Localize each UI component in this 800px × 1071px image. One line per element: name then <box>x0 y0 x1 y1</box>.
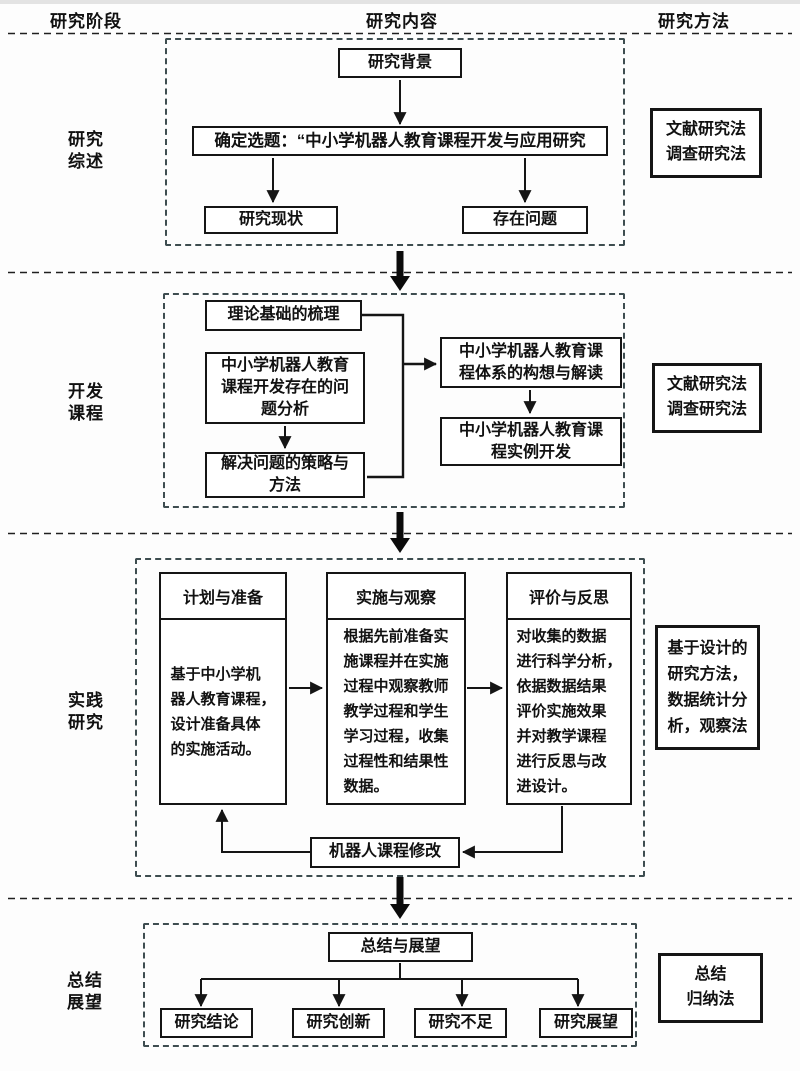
column-plan-prepare: 计划与准备 基于中小学机 器人教育课程， 设计准备具体 的实施活动。 <box>159 572 287 805</box>
stage-arrow-2 <box>390 512 410 553</box>
stage-label-review: 研究 综述 <box>68 130 104 172</box>
section-summary-container <box>143 923 637 1047</box>
box-summary-outlook: 总结与展望 <box>328 932 473 962</box>
column-header-method: 研究方法 <box>658 12 730 31</box>
line-theory-strategy-junction <box>360 313 405 479</box>
method-box-review: 文献研究法 调查研究法 <box>650 108 762 178</box>
column-plan-title: 计划与准备 <box>161 574 285 620</box>
box-research-status: 研究现状 <box>204 206 338 234</box>
column-implement-observe: 实施与观察 根据先前准备实 施课程并在实施 过程中观察教师 教学过程和学生 学习… <box>326 572 466 805</box>
box-research-innovation: 研究创新 <box>292 1008 385 1038</box>
column-implement-title: 实施与观察 <box>328 574 464 620</box>
section-review-container <box>165 38 625 246</box>
box-solution-strategy: 解决问题的策略与 方法 <box>205 452 365 498</box>
box-research-outlook: 研究展望 <box>539 1008 633 1038</box>
photo-edge-strip <box>0 0 800 4</box>
box-curriculum-case: 中小学机器人教育课 程实例开发 <box>440 417 622 466</box>
method-box-develop: 文献研究法 调查研究法 <box>652 363 762 433</box>
column-header-stage: 研究阶段 <box>50 12 122 31</box>
box-curriculum-system: 中小学机器人教育课 程体系的构想与解读 <box>440 337 622 388</box>
column-plan-body: 基于中小学机 器人教育课程， 设计准备具体 的实施活动。 <box>170 665 276 758</box>
section-practice-container <box>135 558 645 877</box>
column-evaluate-reflect: 评价与反思 对收集的数据 进行科学分析， 依据数据结果 评价实施效果 并对教学课… <box>506 572 632 805</box>
box-existing-problems: 存在问题 <box>462 206 588 234</box>
column-header-content: 研究内容 <box>366 12 438 31</box>
section-develop-container <box>163 293 625 508</box>
stage-label-practice: 实践 研究 <box>68 691 104 733</box>
column-implement-body: 根据先前准备实 施课程并在实施 过程中观察教师 教学过程和学生 学习过程，收集 … <box>343 628 449 795</box>
method-box-summary: 总结 归纳法 <box>658 953 763 1023</box>
column-evaluate-body: 对收集的数据 进行科学分析， 依据数据结果 评价实施效果 并对教学课程 进行反思… <box>516 628 622 795</box>
arrow-revision-to-plan <box>215 808 310 853</box>
stage-label-summary: 总结 展望 <box>67 971 103 1013</box>
column-evaluate-title: 评价与反思 <box>508 574 630 620</box>
box-research-limitation: 研究不足 <box>414 1008 507 1038</box>
box-topic-selection: 确定选题：“中小学机器人教育课程开发与应用研究 <box>192 126 608 156</box>
stage-label-develop: 开发 课程 <box>68 382 104 424</box>
stage-arrow-3 <box>390 877 410 919</box>
stage-arrow-1 <box>390 251 410 291</box>
box-theory-basis: 理论基础的梳理 <box>205 300 362 331</box>
method-box-practice: 基于设计的 研究方法， 数据统计分 析，观察法 <box>655 625 760 750</box>
box-research-background: 研究背景 <box>338 48 462 78</box>
arrow-evaluate-to-revision <box>461 806 563 859</box>
box-research-conclusion: 研究结论 <box>160 1008 253 1038</box>
box-problem-analysis: 中小学机器人教育 课程开发存在的问 题分析 <box>205 352 365 424</box>
box-course-revision: 机器人课程修改 <box>310 837 460 868</box>
